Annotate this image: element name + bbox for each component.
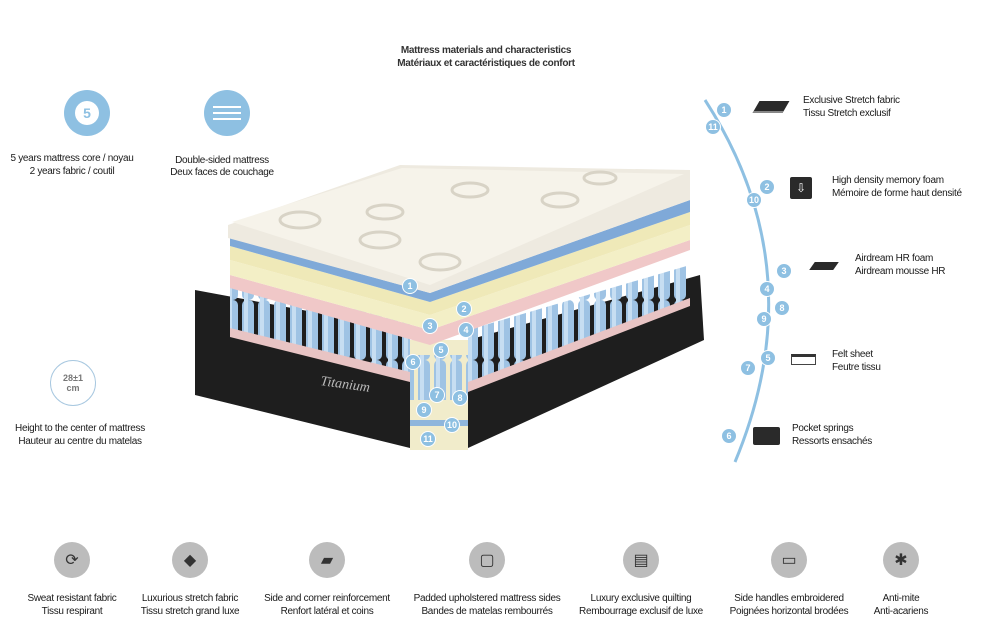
feature-label: Tissu stretch grand luxe [140,606,240,617]
corner-reinforcement-icon: ▰ [309,542,345,578]
layer-number-badge: 2 [759,179,775,195]
anti-mite-icon: ✱ [883,542,919,578]
layer-number-badge: 5 [760,350,776,366]
feature-label: Height to the center of mattress [15,423,145,434]
double-sided-icon [204,90,250,136]
material-label: Mémoire de forme haut densité [832,188,962,199]
material-label: Airdream mousse HR [855,266,946,277]
feature-label: Rembourrage exclusif de luxe [579,606,703,617]
feature-label: 5 years mattress core / noyau [10,153,134,164]
sweat-resistant-icon: ⟳ [54,542,90,578]
padded-sides-icon: ▢ [469,542,505,578]
feature-label: Anti-acariens [873,606,929,617]
feature-label: Sweat resistant fabric [27,593,117,604]
feature-label: Side handles embroidered [734,593,844,604]
layer-number-badge: 1 [716,102,732,118]
layer-number-badge: 2 [456,301,472,317]
layer-number-badge: 11 [420,431,436,447]
material-label: Pocket springs [792,423,854,434]
material-label: Feutre tissu [832,362,881,373]
feature-label: Deux faces de couchage [170,167,274,178]
height-value: 28±1 [63,373,83,383]
layer-number-badge: 3 [776,263,792,279]
pocket-springs-icon [753,427,780,445]
feature-label: Luxurious stretch fabric [141,593,239,604]
title-en: Mattress materials and characteristics [400,45,572,56]
layer-number-badge: 1 [402,278,418,294]
material-label: Exclusive Stretch fabric [803,95,900,106]
felt-sheet-icon [791,354,816,365]
quilting-icon: ▤ [623,542,659,578]
feature-label: Renfort latéral et coins [280,606,374,617]
layer-number-badge: 8 [774,300,790,316]
feature-label: Poignées horizontal brodées [729,606,849,617]
feature-label: Luxury exclusive quilting [590,593,692,604]
title-fr: Matériaux et caractéristiques de confort [397,58,575,69]
springs-left [230,285,410,375]
layer-arc [703,99,771,463]
material-label: High density memory foam [832,175,944,186]
layer-number-badge: 9 [756,311,772,327]
memory-foam-icon: ⇩ [790,177,812,199]
warranty-5-icon: 5 [64,90,110,136]
brand-logo: Titanium [319,374,370,396]
layer-number-badge: 5 [433,342,449,358]
feature-label: Bandes de matelas rembourrés [421,606,553,617]
layer-number-badge: 9 [416,402,432,418]
layer-number-badge: 10 [444,417,460,433]
feature-label: 2 years fabric / coutil [29,166,115,177]
material-label: Tissu Stretch exclusif [803,108,891,119]
layer-number-badge: 8 [452,390,468,406]
feature-label: Side and corner reinforcement [264,593,390,604]
layer-number-badge: 6 [405,354,421,370]
feature-label: Anti-mite [882,593,920,604]
layer-number-badge: 4 [458,322,474,338]
layer-number-badge: 10 [746,192,762,208]
material-label: Ressorts ensachés [792,436,872,447]
diamond-icon: ◆ [172,542,208,578]
feature-label: Double-sided mattress [175,155,269,166]
material-label: Airdream HR foam [855,253,933,264]
layer-number-badge: 6 [721,428,737,444]
feature-label: Padded upholstered mattress sides [413,593,561,604]
feature-label: Tissu respirant [41,606,103,617]
height-unit: cm [66,383,80,393]
feature-label: Hauteur au centre du matelas [18,436,142,447]
layer-number-badge: 7 [740,360,756,376]
layer-number-badge: 11 [705,119,721,135]
side-handles-icon: ▭ [771,542,807,578]
layer-number-badge: 3 [422,318,438,334]
springs-right [468,265,690,385]
layer-number-badge: 4 [759,281,775,297]
material-label: Felt sheet [832,349,873,360]
layer-number-badge: 7 [429,387,445,403]
